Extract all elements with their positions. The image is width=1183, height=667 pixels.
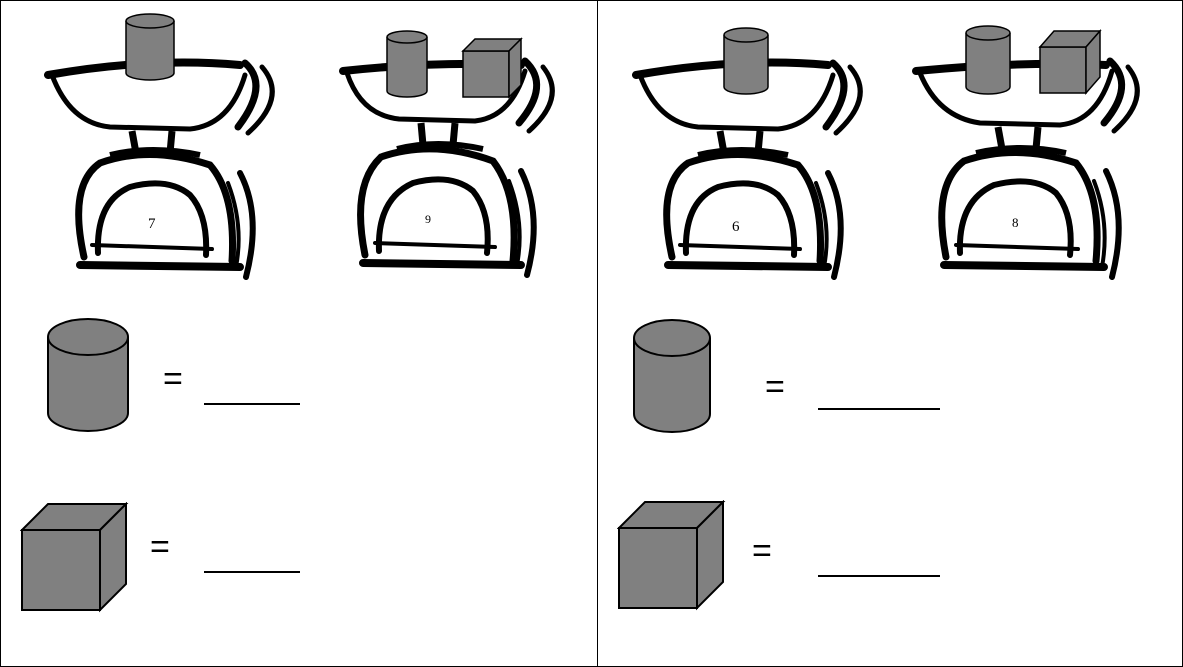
cylinder-icon [126, 14, 174, 80]
scale-body [79, 154, 253, 277]
scale-reading: 9 [425, 212, 431, 226]
scale-body [942, 152, 1119, 277]
cylinder-icon [966, 26, 1010, 94]
scale-neck [397, 123, 483, 149]
answer-blank[interactable] [204, 403, 300, 405]
cube-icon [1040, 31, 1100, 93]
kitchen-scale-icon: 6 [628, 5, 868, 300]
scale-reading: 7 [148, 216, 156, 232]
equals-sign: = [150, 530, 170, 564]
cube-icon [20, 502, 130, 614]
cube-icon [463, 39, 521, 97]
panel-divider [597, 0, 598, 667]
scale-body [361, 149, 534, 275]
answer-blank[interactable] [818, 575, 940, 577]
cube-icon [617, 500, 727, 612]
answer-blank[interactable] [204, 571, 300, 573]
equals-sign: = [765, 370, 785, 404]
cylinder-icon [632, 318, 712, 436]
cylinder-icon [387, 31, 427, 97]
scale-body [667, 154, 841, 277]
equals-sign: = [163, 362, 183, 396]
kitchen-scale-icon: 9 [325, 5, 565, 300]
kitchen-scale-icon: 7 [40, 5, 280, 300]
kitchen-scale-icon: 8 [910, 5, 1150, 300]
scale-pan [916, 61, 1137, 131]
cylinder-icon [46, 317, 130, 435]
cylinder-icon [724, 28, 768, 94]
scale-reading: 8 [1012, 215, 1019, 230]
answer-blank[interactable] [818, 408, 940, 410]
equals-sign: = [752, 534, 772, 568]
scale-reading: 6 [732, 219, 740, 235]
